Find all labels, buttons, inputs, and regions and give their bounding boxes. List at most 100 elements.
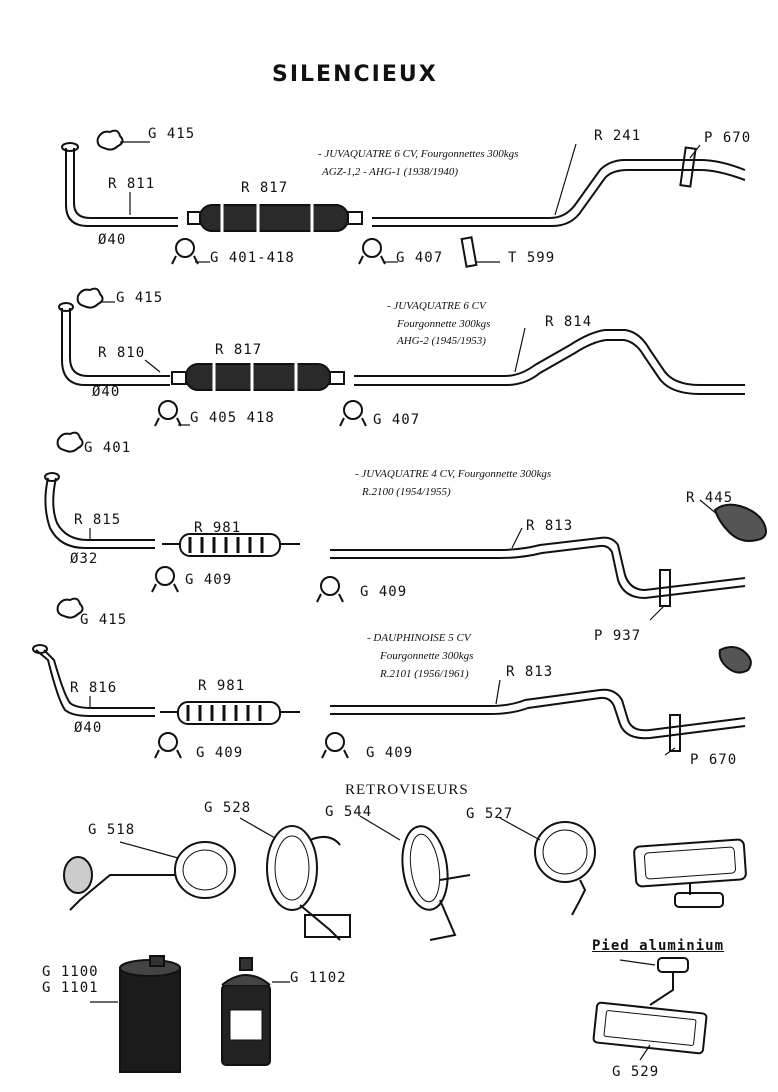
s3-vehicle: - JUVAQUATRE 4 CV, Fourgonnette 300kgs bbox=[355, 468, 552, 480]
s4-vehicle: - DAUPHINOISE 5 CV bbox=[367, 632, 471, 644]
clamp-g405 bbox=[154, 400, 182, 427]
s4-line2: Fourgonnette 300kgs bbox=[380, 650, 474, 662]
label-g415: G 415 bbox=[148, 126, 196, 142]
label-r816: R 816 bbox=[70, 680, 118, 696]
label-g409d: G 409 bbox=[366, 745, 414, 761]
clamp-g409d bbox=[321, 732, 349, 759]
label-g528: G 528 bbox=[204, 800, 252, 816]
pipe-r810 bbox=[61, 308, 170, 386]
label-g401: G 401-418 bbox=[210, 250, 295, 266]
hanger-p670b bbox=[669, 714, 681, 752]
mirror-g527 bbox=[499, 817, 596, 916]
section3-exhaust bbox=[44, 431, 767, 621]
s1-models: AGZ-1,2 - AHG-1 (1938/1940) bbox=[322, 166, 459, 178]
label-g1101: G 1101 bbox=[42, 980, 99, 996]
label-g527: G 527 bbox=[466, 806, 514, 822]
label-r813b: R 813 bbox=[506, 664, 554, 680]
retro-heading: RETROVISEURS bbox=[345, 782, 469, 798]
label-d40c: Ø40 bbox=[74, 720, 103, 736]
clamp-g401 bbox=[171, 238, 199, 265]
label-p670: P 670 bbox=[704, 130, 752, 146]
part-tail bbox=[718, 646, 752, 674]
pipe-r816 bbox=[35, 649, 155, 717]
label-r981: R 981 bbox=[194, 520, 242, 536]
label-r814: R 814 bbox=[545, 314, 593, 330]
label-r815: R 815 bbox=[74, 512, 122, 528]
label-g529: G 529 bbox=[612, 1064, 660, 1080]
bottom-parts bbox=[90, 955, 708, 1073]
s1-vehicle: - JUVAQUATRE 6 CV, Fourgonnettes 300kgs bbox=[318, 148, 519, 160]
part-g415b bbox=[76, 287, 104, 309]
clamp-g409c bbox=[154, 732, 182, 759]
s4-line3: R.2101 (1956/1961) bbox=[380, 668, 469, 680]
part-r445 bbox=[713, 503, 767, 542]
part-g401 bbox=[56, 431, 84, 453]
label-d32: Ø32 bbox=[70, 551, 99, 567]
label-pied: Pied aluminium bbox=[592, 938, 725, 954]
pipe-r813 bbox=[330, 536, 746, 592]
part-g415 bbox=[96, 129, 124, 151]
hanger-p937 bbox=[659, 569, 671, 607]
mirror-g518 bbox=[63, 841, 236, 911]
muffler-r817 bbox=[187, 203, 363, 233]
pipe-r815 bbox=[44, 477, 155, 549]
can-g1100 bbox=[90, 955, 181, 1073]
section2-exhaust bbox=[58, 287, 745, 427]
mirror-g544 bbox=[359, 815, 471, 941]
pipe-r811 bbox=[65, 148, 178, 227]
mirror-g529 bbox=[592, 957, 708, 1061]
label-g415b: G 415 bbox=[116, 290, 164, 306]
hanger-p670 bbox=[679, 146, 697, 188]
clamp-g407b bbox=[339, 400, 367, 427]
label-g409a: G 409 bbox=[185, 572, 233, 588]
label-g409b: G 409 bbox=[360, 584, 408, 600]
muffler-r817b bbox=[171, 362, 345, 392]
s3-models: R.2100 (1954/1955) bbox=[362, 486, 451, 498]
label-g407b: G 407 bbox=[373, 412, 421, 428]
section4-exhaust bbox=[32, 597, 752, 759]
mirror-g528 bbox=[239, 817, 351, 941]
label-g409c: G 409 bbox=[196, 745, 244, 761]
label-r981b: R 981 bbox=[198, 678, 246, 694]
pipe-flange bbox=[61, 142, 79, 152]
mirror-interior bbox=[633, 838, 747, 908]
label-t599: T 599 bbox=[508, 250, 556, 266]
muffler-r981 bbox=[162, 533, 300, 557]
pipe-r813b bbox=[330, 688, 746, 732]
label-g407: G 407 bbox=[396, 250, 444, 266]
label-r817b: R 817 bbox=[215, 342, 263, 358]
pipe-r241 bbox=[372, 159, 746, 219]
label-r811: R 811 bbox=[108, 176, 156, 192]
label-g405: G 405 418 bbox=[190, 410, 275, 426]
label-r241: R 241 bbox=[594, 128, 642, 144]
label-g1102: G 1102 bbox=[290, 970, 347, 986]
label-g401b: G 401 bbox=[84, 440, 132, 456]
label-g518: G 518 bbox=[88, 822, 136, 838]
label-g415c: G 415 bbox=[80, 612, 128, 628]
label-p670b: P 670 bbox=[690, 752, 738, 768]
label-r445: R 445 bbox=[686, 490, 734, 506]
s2-line3: AHG-2 (1945/1953) bbox=[397, 335, 486, 347]
label-g1100: G 1100 bbox=[42, 964, 99, 980]
retro-mirrors bbox=[63, 815, 747, 941]
label-r810: R 810 bbox=[98, 345, 146, 361]
part-t599 bbox=[460, 236, 478, 268]
pipe-r814 bbox=[354, 329, 745, 386]
label-d40b: Ø40 bbox=[92, 384, 121, 400]
label-r813: R 813 bbox=[526, 518, 574, 534]
clamp-g409b bbox=[316, 576, 344, 603]
clamp-g407 bbox=[358, 238, 386, 265]
label-g544: G 544 bbox=[325, 804, 373, 820]
can-g1102 bbox=[221, 957, 290, 1066]
s2-line2: Fourgonnette 300kgs bbox=[397, 318, 491, 330]
part-g415c bbox=[56, 597, 84, 619]
label-d40: Ø40 bbox=[98, 232, 127, 248]
muffler-r981b bbox=[160, 701, 300, 725]
section1-exhaust bbox=[61, 129, 746, 268]
label-r817: R 817 bbox=[241, 180, 289, 196]
s2-vehicle: - JUVAQUATRE 6 CV bbox=[387, 300, 486, 312]
page-title: SILENCIEUX bbox=[272, 62, 438, 87]
label-p937: P 937 bbox=[594, 628, 642, 644]
clamp-g409a bbox=[151, 566, 179, 593]
